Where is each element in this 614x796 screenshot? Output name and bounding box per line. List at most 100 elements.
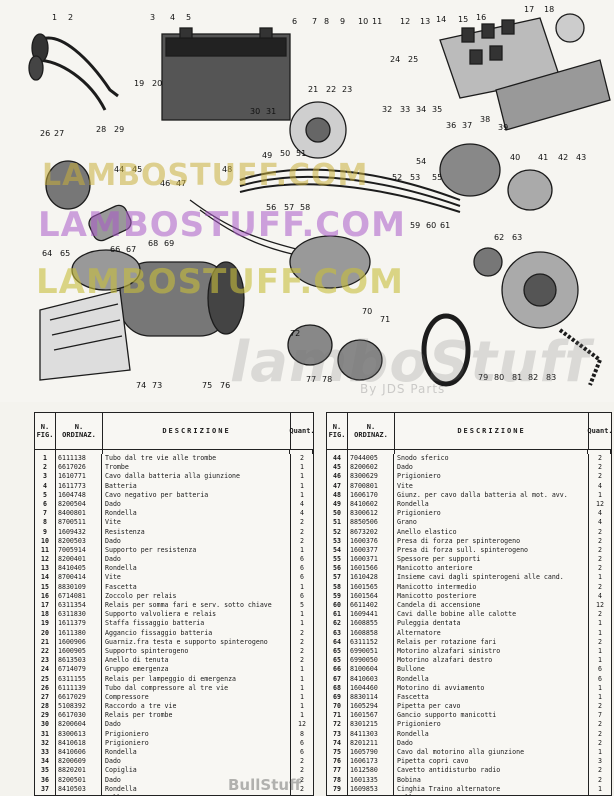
- part-order-number: 8613503: [56, 656, 102, 666]
- part-order-number: 8200401: [56, 555, 102, 565]
- part-quantity: 1: [598, 646, 602, 655]
- part-description: Copiglia: [102, 766, 291, 776]
- part-quantity: 2: [598, 775, 602, 784]
- part-description: Aggancio fissaggio batteria: [102, 628, 291, 638]
- part-description: Vite: [102, 573, 291, 583]
- part-quantity: 2: [589, 794, 611, 795]
- part-fig-number: 26: [35, 683, 56, 693]
- part-quantity: 1: [300, 490, 304, 499]
- part-order-number: 6111138: [56, 454, 102, 464]
- part-label: 47: [176, 179, 186, 188]
- part-fig-number: 51: [327, 518, 348, 528]
- part-order-number: 1606173: [348, 757, 394, 767]
- part-description: Supporto spinterogeno: [102, 646, 291, 657]
- part-label: 57: [284, 203, 294, 212]
- part-quantity: 2: [598, 729, 602, 738]
- part-order-number: 1609853: [348, 784, 394, 794]
- part-quantity: 3: [598, 757, 602, 766]
- header-descrizione: DESCRIZIONE: [395, 413, 589, 449]
- part-quantity: 1: [300, 665, 304, 674]
- part-fig-number: 15: [35, 582, 56, 592]
- part-fig-number: 11: [35, 545, 56, 556]
- part-description: Staffa fissaggio batteria: [102, 619, 291, 629]
- part-label: 15: [458, 15, 468, 24]
- part-fig-number: 33: [35, 748, 56, 758]
- part-label: 58: [300, 203, 310, 212]
- part-description: Anello di tenuta: [102, 656, 291, 666]
- part-order-number: 1600371: [348, 555, 394, 565]
- part-description: Insieme cavi dagli spinterogeni alle can…: [394, 573, 589, 583]
- part-quantity: 12: [596, 601, 604, 609]
- part-label: 69: [164, 239, 174, 248]
- part-fig-number: 64: [327, 637, 348, 647]
- part-label: 18: [544, 5, 554, 14]
- part-fig-number: 14: [35, 573, 56, 583]
- part-fig-number: 78: [327, 775, 348, 785]
- part-fig-number: 32: [35, 738, 56, 748]
- part-fig-number: 69: [327, 692, 348, 703]
- part-order-number: 8410606: [56, 748, 102, 758]
- part-fig-number: 37: [35, 784, 56, 794]
- part-label: 60: [426, 221, 436, 230]
- part-fig-number: 57: [327, 573, 348, 583]
- part-description: Bullone: [394, 793, 589, 795]
- part-fig-number: 17: [35, 601, 56, 611]
- part-label: 76: [220, 381, 230, 390]
- part-fig-number: 29: [35, 711, 56, 721]
- part-description: Rondella: [102, 564, 291, 574]
- part-order-number: 1601566: [348, 564, 394, 574]
- part-order-number: 6714081: [56, 591, 102, 601]
- part-description: Rondella: [102, 784, 291, 794]
- part-description: Giunz. per cavo dalla batteria al mot. a…: [394, 490, 589, 500]
- part-order-number: 8200503: [56, 536, 102, 546]
- part-description: Raccordo a tre vie: [102, 702, 291, 712]
- part-description: Cavo dalla batteria alla giunzione: [102, 472, 291, 482]
- part-description: Pipetta per cavo: [394, 702, 589, 712]
- part-order-number: 1612580: [348, 766, 394, 776]
- part-order-number: 8850506: [348, 518, 394, 528]
- part-fig-number: 71: [327, 711, 348, 721]
- part-label: 25: [408, 55, 418, 64]
- part-label: 79: [478, 373, 488, 382]
- part-fig-number: 49: [327, 499, 348, 510]
- header-descrizione: DESCRIZIONE: [103, 413, 291, 449]
- part-order-number: 8700801: [348, 481, 394, 491]
- part-fig-number: 36: [35, 775, 56, 785]
- part-quantity: 2: [598, 472, 602, 481]
- part-label: 35: [432, 105, 442, 114]
- part-label: 27: [54, 129, 64, 138]
- part-quantity: 2: [300, 775, 304, 784]
- part-label: 68: [148, 239, 158, 248]
- part-order-number: 6311152: [348, 637, 394, 647]
- part-order-number: 6111139: [56, 683, 102, 693]
- part-label: 16: [476, 13, 486, 22]
- part-description: Relais per somma fari e serv. sotto chia…: [102, 601, 291, 611]
- part-order-number: 8410602: [348, 499, 394, 510]
- part-description: Manicotto posteriore: [394, 591, 589, 601]
- part-label: 74: [136, 381, 146, 390]
- part-quantity: 12: [596, 499, 604, 508]
- part-description: Prigioniero: [102, 738, 291, 748]
- part-quantity: 2: [300, 527, 304, 536]
- part-fig-number: 20: [35, 628, 56, 638]
- part-description: Manicotto anteriore: [394, 564, 589, 574]
- part-description: Zoccolo per relais: [102, 591, 291, 601]
- part-fig-number: 54: [327, 545, 348, 556]
- part-order-number: 1611379: [56, 619, 102, 629]
- part-description: Candela di accensione: [394, 601, 589, 611]
